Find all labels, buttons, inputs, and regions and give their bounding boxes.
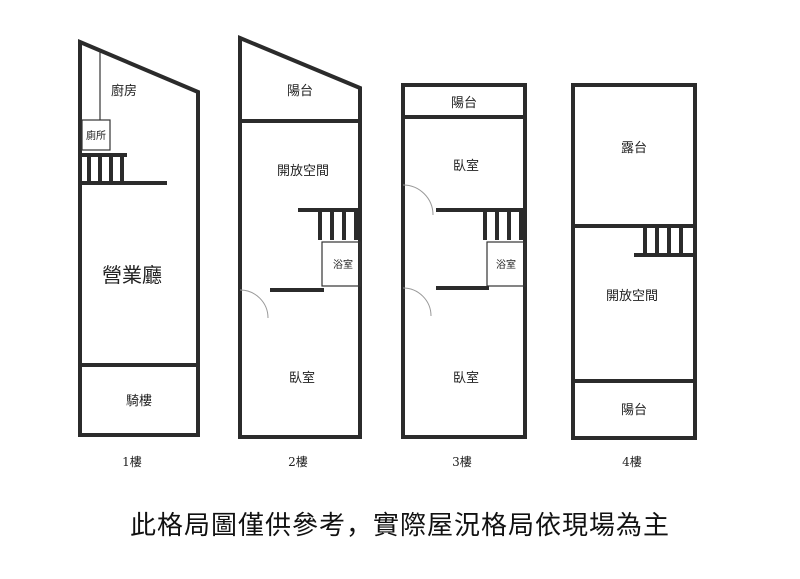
room-label: 廚房	[111, 83, 137, 99]
room-label: 開放空間	[606, 289, 658, 304]
room-label: 陽台	[621, 403, 647, 418]
floor-3-door-swing-upper	[402, 184, 434, 216]
floor-4-outline	[571, 83, 697, 440]
floor-4-stairs	[634, 224, 697, 257]
floor-3-door-swing-lower	[402, 287, 432, 317]
floor-label: 1樓	[122, 454, 142, 469]
room-label: 露台	[621, 141, 647, 156]
room-label: 開放空間	[277, 164, 329, 179]
floor-label: 2樓	[288, 454, 308, 469]
room-label: 臥室	[453, 370, 479, 386]
floor-1-stairs	[78, 153, 127, 185]
floor-1-toilet-box	[81, 119, 111, 151]
room-label: 臥室	[289, 370, 315, 386]
room-label: 陽台	[287, 84, 313, 99]
floor-2-bath-box	[321, 241, 361, 287]
floor-2-door-swing	[239, 289, 269, 319]
room-label: 營業廳	[102, 263, 162, 287]
floor-2-plan: 陽台 開放空間 浴室 臥室 2樓	[238, 35, 362, 469]
floor-2-outline	[238, 35, 362, 439]
floor-1-outline	[78, 38, 200, 437]
floor-3-bath-box	[486, 241, 526, 287]
room-label: 浴室	[333, 258, 353, 271]
floor-2-stairs	[298, 208, 362, 240]
floor-3-plan: 陽台 臥室 浴室 臥室 3樓	[401, 83, 527, 469]
room-label: 廁所	[86, 129, 106, 142]
room-label: 騎樓	[126, 394, 152, 409]
room-label: 浴室	[496, 258, 516, 271]
room-label: 陽台	[451, 96, 477, 111]
floor-4-plan: 露台 開放空間 陽台 4樓	[571, 83, 697, 469]
floor-label: 4樓	[622, 454, 642, 469]
floor-label: 3樓	[452, 454, 472, 469]
floor-3-stairs	[436, 208, 527, 240]
disclaimer-text: 此格局圖僅供參考，實際屋況格局依現場為主	[129, 511, 670, 541]
floor-1-plan: 廚房 廁所 營業廳 騎樓 1樓	[78, 38, 200, 469]
room-label: 臥室	[453, 158, 479, 174]
